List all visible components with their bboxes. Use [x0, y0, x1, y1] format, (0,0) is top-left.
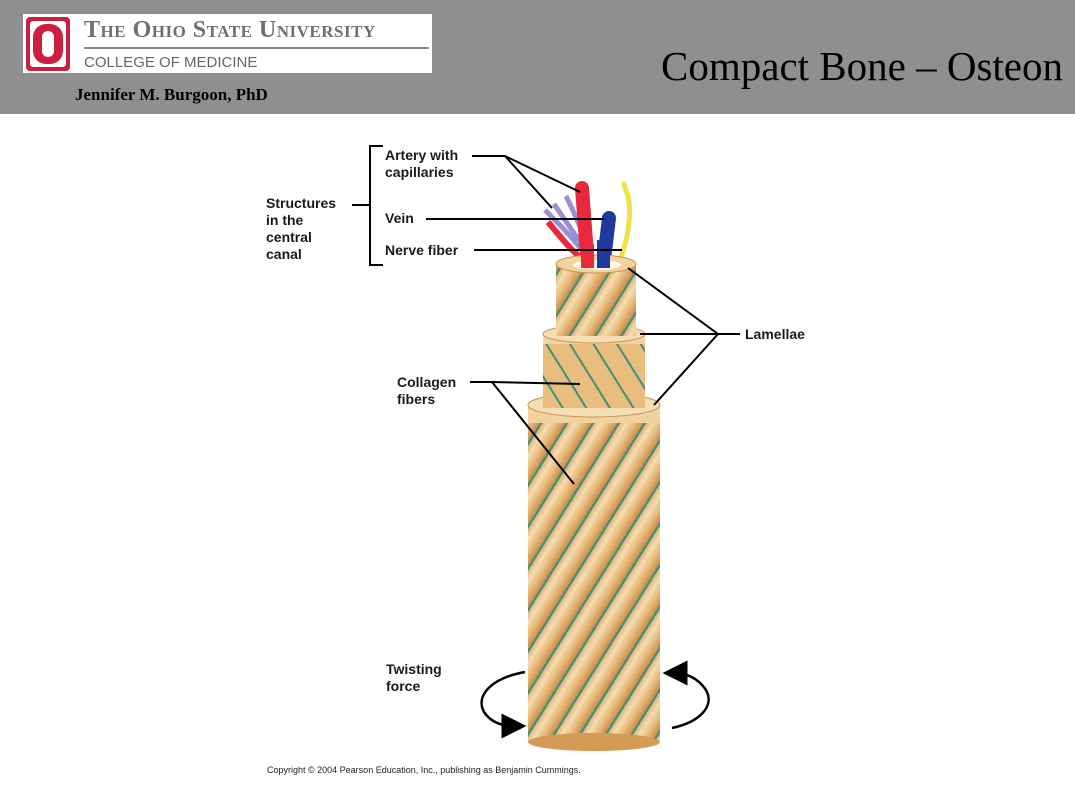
leader-lines: [426, 155, 740, 485]
nerve-fiber: [616, 181, 633, 265]
vein-label: Vein: [385, 210, 414, 226]
university-logo: The Ohio State University COLLEGE OF MED…: [23, 14, 432, 73]
inner-lamella: [555, 254, 637, 336]
copyright-notice: Copyright © 2004 Pearson Education, Inc.…: [267, 765, 581, 775]
header-bar: The Ohio State University COLLEGE OF MED…: [0, 0, 1075, 114]
nerve-label: Nerve fiber: [385, 242, 459, 258]
artery-label: Artery with capillaries: [385, 147, 462, 180]
twisting-arrow-right: [662, 660, 710, 730]
outer-lamella: [527, 392, 661, 751]
central-canal-bracket: [369, 145, 383, 266]
university-name: The Ohio State University: [84, 17, 376, 43]
twisting-label: Twisting force: [386, 661, 446, 694]
slide-title: Compact Bone – Osteon: [661, 43, 1063, 89]
middle-lamella: [542, 324, 646, 408]
lamellae-label: Lamellae: [745, 326, 805, 342]
block-o-icon: [26, 17, 70, 71]
artery-stub: [581, 244, 594, 268]
college-name: COLLEGE OF MEDICINE: [84, 54, 258, 71]
logo-divider: [84, 47, 429, 49]
twisting-arrow-left: [480, 670, 527, 739]
collagen-label: Collagen fibers: [397, 374, 460, 407]
vein-stub: [597, 240, 610, 268]
author-name: Jennifer M. Burgoon, PhD: [75, 85, 268, 104]
structures-label: Structures in the central canal: [266, 195, 340, 262]
